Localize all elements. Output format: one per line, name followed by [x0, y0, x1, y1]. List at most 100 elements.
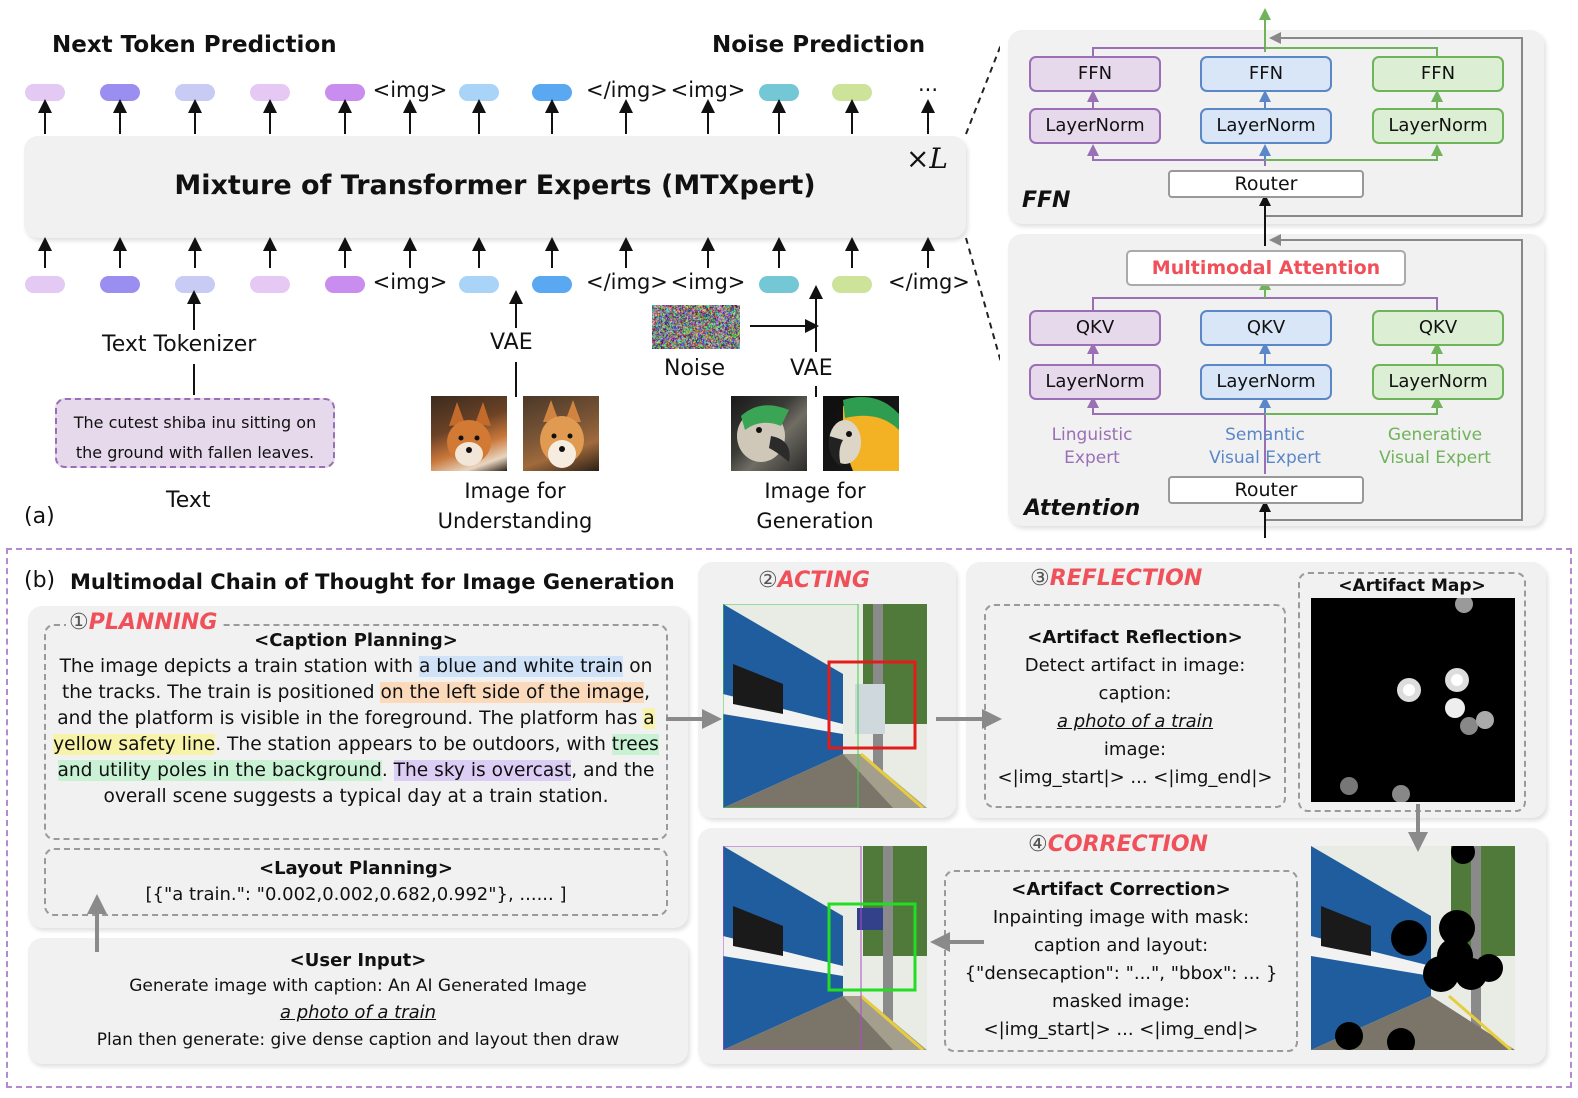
correction-step-name: CORRECTION — [1047, 832, 1208, 857]
input-tag: <img> — [372, 270, 448, 294]
expert-label-linguistic-line2: Expert — [1064, 448, 1120, 468]
input-token — [175, 276, 215, 293]
ffn-layernorm-generative: LayerNorm — [1372, 108, 1504, 144]
ffn-semantic: FFN — [1200, 56, 1332, 92]
output-token — [100, 84, 140, 101]
ffn-router: Router — [1168, 170, 1364, 198]
output-token — [25, 84, 65, 101]
noise-label: Noise — [664, 356, 726, 381]
artifact-correction-text: <Artifact Correction> Inpainting image w… — [944, 876, 1298, 1044]
artifact-map-box — [1298, 572, 1526, 812]
part-b-label: (b) — [24, 568, 56, 593]
next-token-prediction-label: Next Token Prediction — [52, 32, 337, 58]
masked-train-image — [1311, 846, 1515, 1050]
input-token — [532, 276, 572, 293]
caption-segment: . — [381, 760, 394, 781]
acting-step-name: ACTING — [777, 568, 870, 593]
user-input-heading: <User Input> — [289, 950, 427, 971]
user-input-panel — [28, 938, 688, 1064]
output-tag: <img> — [670, 78, 746, 102]
input-token — [250, 276, 290, 293]
artifact-reflection-box — [984, 604, 1286, 808]
user-input-line3: Plan then generate: give dense caption a… — [96, 1030, 620, 1050]
artifact-correction-line5: <|img_start|> ... <|img_end|> — [983, 1019, 1259, 1040]
input-tag: </img> — [888, 270, 970, 294]
caption-planning-box — [44, 624, 668, 840]
output-token — [325, 84, 365, 101]
reflection-step-number: ③ — [1030, 566, 1050, 591]
planning-step-number: ① — [69, 610, 89, 635]
artifact-reflection-line4: image: — [1103, 739, 1167, 760]
part-b-title: Multimodal Chain of Thought for Image Ge… — [70, 570, 675, 594]
artifact-correction-box — [944, 870, 1298, 1052]
input-tag: </img> — [586, 270, 668, 294]
caption-highlight-orange: on the left side of the image — [380, 682, 645, 703]
planning-step-label: ①PLANNING — [66, 610, 221, 635]
expert-connectors — [1087, 8, 1523, 538]
qkv-semantic: QKV — [1200, 310, 1332, 346]
text-label: Text — [166, 488, 211, 513]
acting-step-label: ②ACTING — [758, 568, 870, 593]
mtxpert-title: Mixture of Transformer Experts (MTXpert) — [174, 170, 816, 201]
input-token — [100, 276, 140, 293]
expert-label-linguistic-line1: Linguistic — [1051, 425, 1133, 445]
caption-segment: The image depicts a train station with — [59, 656, 419, 677]
attention-block-title: Attention — [1024, 496, 1141, 521]
expert-label-generative: Generative Visual Expert — [1360, 424, 1510, 470]
text-prompt-box: The cutest shiba inu sitting on the grou… — [55, 398, 335, 468]
artifact-reflection-line2: caption: — [1098, 683, 1172, 704]
artifact-correction-line4: masked image: — [1051, 991, 1191, 1012]
layout-planning-heading: <Layout Planning> — [258, 858, 454, 879]
attn-layernorm-generative: LayerNorm — [1372, 364, 1504, 400]
caption-planning-text: The image depicts a train station with a… — [50, 654, 662, 810]
artifact-reflection-line1: Detect artifact in image: — [1024, 655, 1246, 676]
ffn-generative: FFN — [1372, 56, 1504, 92]
user-input-caption: a photo of a train — [279, 1002, 437, 1023]
artifact-map-image — [1311, 598, 1515, 802]
expert-label-linguistic: Linguistic Expert — [1020, 424, 1164, 470]
ffn-linguistic: FFN — [1029, 56, 1161, 92]
correction-step-number: ④ — [1028, 832, 1048, 857]
vae-understanding-label: VAE — [490, 330, 533, 355]
expert-label-semantic-line1: Semantic — [1225, 425, 1305, 445]
artifact-correction-heading: <Artifact Correction> — [1011, 879, 1231, 900]
output-tag: </img> — [586, 78, 668, 102]
shiba-image-right — [523, 396, 599, 471]
vae-generation-label: VAE — [790, 356, 833, 381]
caption-segment: , and the platform is visible in the for… — [57, 682, 651, 729]
input-token — [759, 276, 799, 293]
qkv-generative: QKV — [1372, 310, 1504, 346]
text-prompt: The cutest shiba inu sitting on the grou… — [73, 413, 317, 462]
output-token — [832, 84, 872, 101]
caption-highlight-purple: The sky is overcast — [393, 760, 572, 781]
output-token — [459, 84, 499, 101]
artifact-reflection-text: <Artifact Reflection> Detect artifact in… — [984, 624, 1286, 792]
image-understanding-label: Image for Understanding — [437, 479, 593, 533]
output-token — [250, 84, 290, 101]
layout-planning-box — [44, 848, 668, 916]
noise-image — [652, 305, 740, 349]
ffn-block-title: FFN — [1022, 188, 1071, 213]
layout-planning-text: [{"a train.": "0.002,0.002,0.682,0.992"}… — [145, 884, 567, 905]
part-a-label: (a) — [24, 504, 55, 529]
output-tag: ··· — [917, 78, 939, 102]
artifact-map-title: <Artifact Map> — [1338, 576, 1486, 596]
artifact-correction-line2: caption and layout: — [1033, 935, 1209, 956]
multimodal-attention-box: Multimodal Attention — [1126, 250, 1406, 286]
output-token — [759, 84, 799, 101]
correction-step-label: ④CORRECTION — [1028, 832, 1208, 857]
expert-label-semantic: Semantic Visual Expert — [1190, 424, 1340, 470]
output-tag: <img> — [372, 78, 448, 102]
artifact-reflection-heading: <Artifact Reflection> — [1027, 627, 1243, 648]
output-token — [532, 84, 572, 101]
output-token — [175, 84, 215, 101]
artifact-correction-line1: Inpainting image with mask: — [992, 907, 1250, 928]
expert-label-semantic-line2: Visual Expert — [1209, 448, 1321, 468]
ffn-layernorm-linguistic: LayerNorm — [1029, 108, 1161, 144]
caption-segment: on the tracks. The train is positioned — [61, 656, 653, 703]
image-generation-label: Image for Generation — [756, 479, 874, 533]
caption-highlight-blue: a blue and white train — [418, 656, 624, 677]
caption-planning-heading: <Caption Planning> — [254, 630, 458, 651]
train-image-corrected — [723, 846, 927, 1050]
planning-step-name: PLANNING — [88, 610, 218, 635]
